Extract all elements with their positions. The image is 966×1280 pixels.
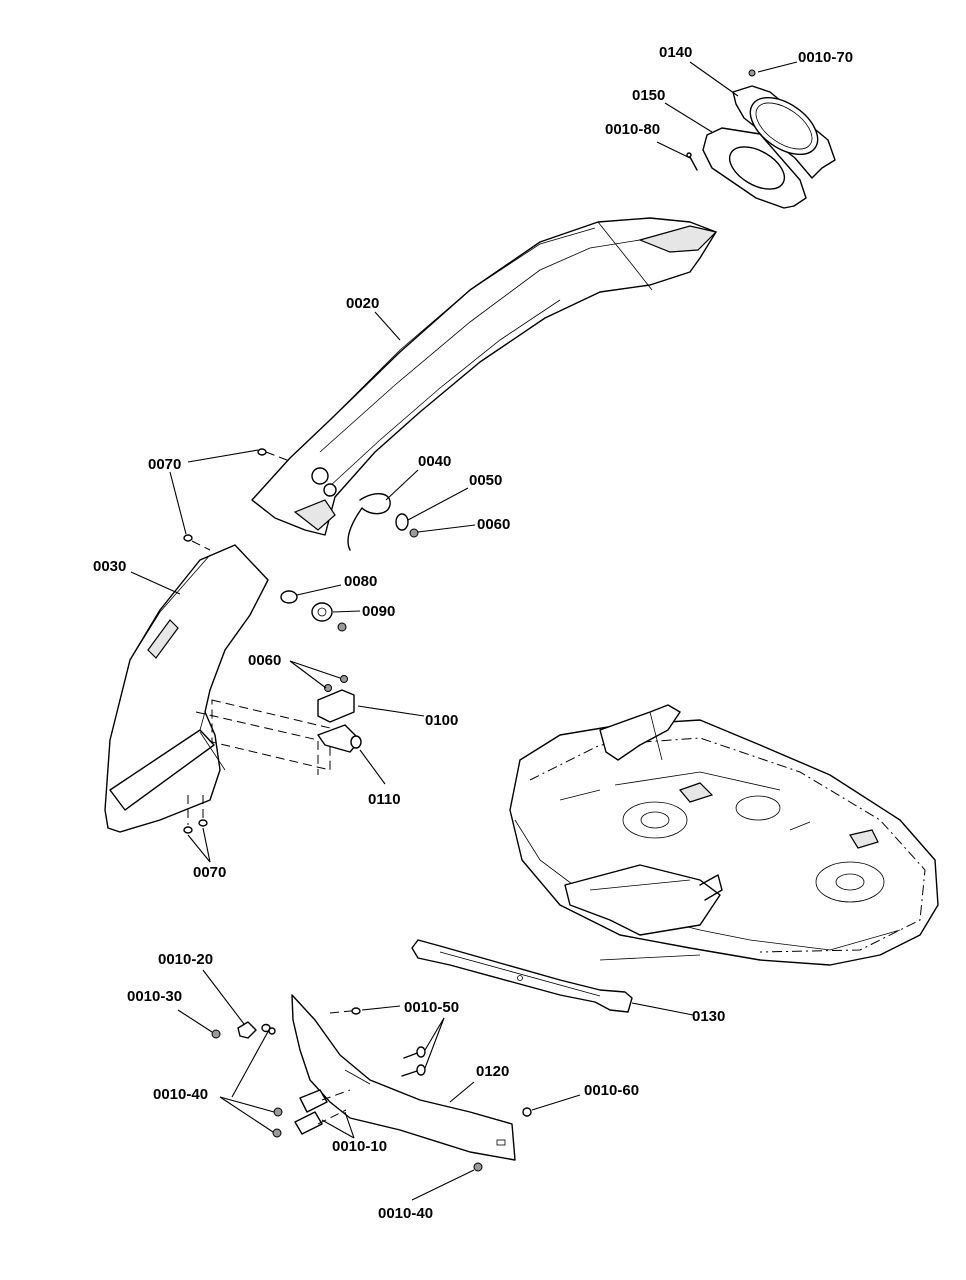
label-0120: 0120 [476,1063,509,1080]
label-0060-mid: 0060 [248,652,281,669]
discharge-chute-0020 [251,217,718,536]
label-0060-top: 0060 [477,516,510,533]
deflector-0120 [291,994,516,1161]
label-0130: 0130 [692,1008,725,1025]
screw-0070-bottom [183,795,208,834]
label-0040: 0040 [418,453,451,470]
label-0030: 0030 [93,558,126,575]
washer-0080 [280,590,298,604]
label-0110: 0110 [368,791,401,808]
label-0140: 0140 [659,44,692,61]
deflector-0030 [104,544,269,833]
screw-0070-top [257,448,293,463]
label-0010-30: 0010-30 [127,988,182,1005]
spacers-0010-10 [272,1089,351,1138]
hardware-0010-20 [237,1021,276,1039]
washer-0050 [395,513,409,531]
label-0050: 0050 [469,472,502,489]
label-0010-20: 0010-20 [158,951,213,968]
chute-adapter-plate-0140 [732,85,836,179]
label-0070-bottom: 0070 [193,864,226,881]
part-labels: 0140 0010-70 0150 0010-80 0020 0070 0040… [93,44,853,1222]
nut-0010-40-bottom [473,1162,483,1172]
label-0010-80: 0010-80 [605,121,660,138]
chute-adapter-plate-0150 [702,127,807,209]
screw-0070-left [183,534,211,551]
label-0010-10: 0010-10 [332,1138,387,1155]
bracket-0100 [317,675,355,723]
label-0010-40-bottom: 0010-40 [378,1205,433,1222]
label-0100: 0100 [425,712,458,729]
label-0020: 0020 [346,295,379,312]
label-0090: 0090 [362,603,395,620]
nut-0060-mid [337,622,347,632]
label-0010-50: 0010-50 [404,999,459,1016]
screw-0010-60 [522,1107,532,1117]
label-0010-40-left: 0010-40 [153,1086,208,1103]
bracket-0110 [317,724,362,753]
leader-lines [130,61,798,1201]
nut-0010-70 [748,69,756,77]
label-0010-60: 0010-60 [584,1082,639,1099]
screw-0010-80 [686,152,698,171]
nut-0060-top [409,528,419,538]
label-0070-top: 0070 [148,456,181,473]
dashed-mount-outline [195,699,331,775]
bushing-0090 [311,602,333,622]
hardware-0010-50 [329,1007,426,1077]
spring-0040 [347,493,391,551]
label-0150: 0150 [632,87,665,104]
mower-deck [509,704,939,966]
label-0010-70: 0010-70 [798,49,853,66]
nut-0010-30 [211,1029,221,1039]
label-0080: 0080 [344,573,377,590]
blade-0130 [411,939,633,1013]
